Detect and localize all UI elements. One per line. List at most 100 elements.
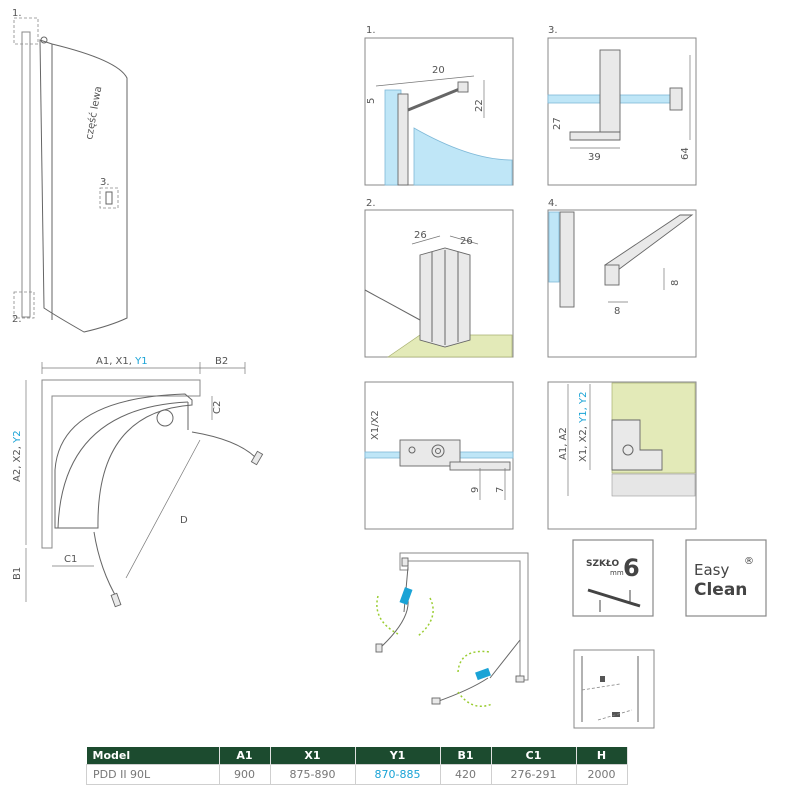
- callout-2-label: 2.: [12, 314, 22, 325]
- easy-badge-reg: ®: [744, 556, 754, 567]
- plan-b2-label: B2: [215, 356, 228, 367]
- opening-arrow-left-b: [417, 597, 434, 637]
- handle-right: [250, 450, 264, 466]
- spec-cell-model: PDD II 90L: [86, 764, 220, 785]
- panel-left-label: część lewa: [83, 85, 104, 140]
- detail-3-base: [569, 131, 621, 141]
- detail-3-dim-a: 27: [552, 117, 563, 130]
- door-swing-bottom: [93, 531, 119, 601]
- spec-cell-h: 2000: [575, 764, 628, 785]
- detail-1-number: 1.: [366, 25, 376, 36]
- opening-door-left: [379, 599, 409, 649]
- plan-view: A1, X1, Y1 B2 A2, X2, Y2 B1 C2 D C1: [12, 356, 264, 608]
- detail-6-floor: [611, 473, 696, 497]
- detail-4-seal-end: [604, 264, 620, 286]
- opening-arrow-bottom-b: [457, 691, 493, 707]
- easy-badge-frame: [685, 539, 767, 617]
- glass-badge-unit: mm: [610, 569, 624, 577]
- glass-badge-value: 6: [623, 554, 640, 582]
- detail-3-dim-c: 64: [680, 147, 691, 160]
- spec-header-x1: X1: [270, 747, 356, 765]
- opening-walls: [399, 552, 529, 681]
- door-panel: [39, 39, 128, 333]
- handle-mark: [105, 191, 113, 205]
- callout-1-label: 1.: [12, 8, 22, 19]
- mount-icon: [573, 649, 655, 729]
- spec-header-row: Model A1 X1 Y1 B1 C1 H: [86, 747, 628, 765]
- spec-header-h: H: [576, 747, 628, 765]
- spec-header-y1: Y1: [355, 747, 441, 765]
- opening-door-bottom: [435, 677, 489, 703]
- detail-1-profile: [397, 93, 409, 186]
- plan-d-label: D: [180, 515, 188, 526]
- opening-arrow-bottom-a: [457, 650, 491, 673]
- spec-header-c1: C1: [491, 747, 577, 765]
- detail-4-dim-a: 8: [614, 306, 620, 317]
- detail-5: X1/X2 9 7: [364, 381, 514, 530]
- detail-3-profile: [599, 49, 621, 133]
- detail-2-edge: [364, 289, 421, 321]
- detail-2: 2. 26 26: [364, 198, 514, 358]
- opening-arrow-left-a: [376, 595, 399, 635]
- detail-2-dim-a: 26: [414, 230, 427, 241]
- plan-c2-label: C2: [212, 401, 223, 414]
- detail-2-dim-b: 26: [460, 236, 473, 247]
- spec-cell-x1: 875-890: [269, 764, 356, 785]
- spec-cell-y1: 870-885: [354, 764, 441, 785]
- detail-6: A1, A2 X1, X2, Y1, Y2: [547, 381, 697, 530]
- handle-bottom: [110, 592, 122, 608]
- detail-3: 3. 39 27 64: [547, 25, 697, 186]
- glass-badge-frame: [572, 539, 654, 617]
- detail-1-bracket: [407, 86, 463, 112]
- hinge-top: [40, 36, 48, 44]
- detail-4-dim-b: 8: [670, 280, 681, 286]
- spec-header-a1: A1: [219, 747, 271, 765]
- detail-6-label-a: A1, A2: [558, 427, 569, 460]
- spec-cell-b1: 420: [439, 764, 492, 785]
- callout-box-3: [99, 187, 119, 209]
- detail-4: 4. 8 8: [547, 198, 697, 358]
- callout-box-1: [13, 17, 39, 45]
- detail-3-number: 3.: [548, 25, 558, 36]
- detail-6-profile: [611, 419, 663, 471]
- detail-1-dim-a: 20: [432, 65, 445, 76]
- detail-1-clamp: [457, 81, 469, 93]
- shower-tray: [54, 393, 193, 529]
- callout-box-2: [13, 291, 35, 319]
- detail-2-number: 2.: [366, 198, 376, 209]
- table-row: PDD II 90L 900 875-890 870-885 420 276-2…: [86, 764, 628, 785]
- detail-5-dim-a: 9: [470, 487, 481, 493]
- detail-6-label-b: X1, X2, Y1, Y2: [578, 392, 589, 462]
- opening-diagram: [375, 552, 529, 707]
- detail-1-dim-c: 22: [474, 99, 485, 112]
- spec-header-model: Model: [86, 747, 220, 765]
- spec-table: Model A1 X1 Y1 B1 C1 H PDD II 90L 900 87…: [86, 747, 628, 785]
- detail-3-dim-b: 39: [588, 152, 601, 163]
- spec-cell-c1: 276-291: [490, 764, 577, 785]
- detail-1: 1. 20 5 22: [364, 25, 514, 186]
- front-elevation: 1. 2. część lewa 3.: [12, 8, 128, 333]
- dim-line-d: [125, 439, 201, 579]
- detail-4-wall-profile: [559, 211, 575, 308]
- detail-4-glass: [548, 211, 560, 283]
- opening-handle-left: [399, 587, 413, 605]
- plan-c1-label: C1: [64, 554, 77, 565]
- plan-walls: [41, 379, 201, 549]
- spec-header-b1: B1: [440, 747, 492, 765]
- glass-thickness-badge: SZKŁO mm 6: [572, 539, 654, 617]
- easy-badge-line1: Easy: [694, 561, 729, 579]
- glass-badge-label: SZKŁO: [586, 559, 619, 569]
- detail-1-door-glass: [413, 127, 513, 186]
- spec-cell-a1: 900: [218, 764, 271, 785]
- detail-3-box: [547, 37, 697, 186]
- tray-inner-curve: [57, 401, 189, 529]
- easy-clean-badge: Easy ® Clean: [685, 539, 767, 617]
- wall-profile: [21, 31, 31, 318]
- door-swing-right: [191, 431, 259, 461]
- detail-5-dim-b: 7: [495, 487, 506, 493]
- plan-b1-label: B1: [12, 567, 23, 580]
- detail-3-end-cap: [669, 87, 683, 111]
- drain-icon: [156, 409, 174, 427]
- detail-1-dim-b: 5: [366, 98, 377, 104]
